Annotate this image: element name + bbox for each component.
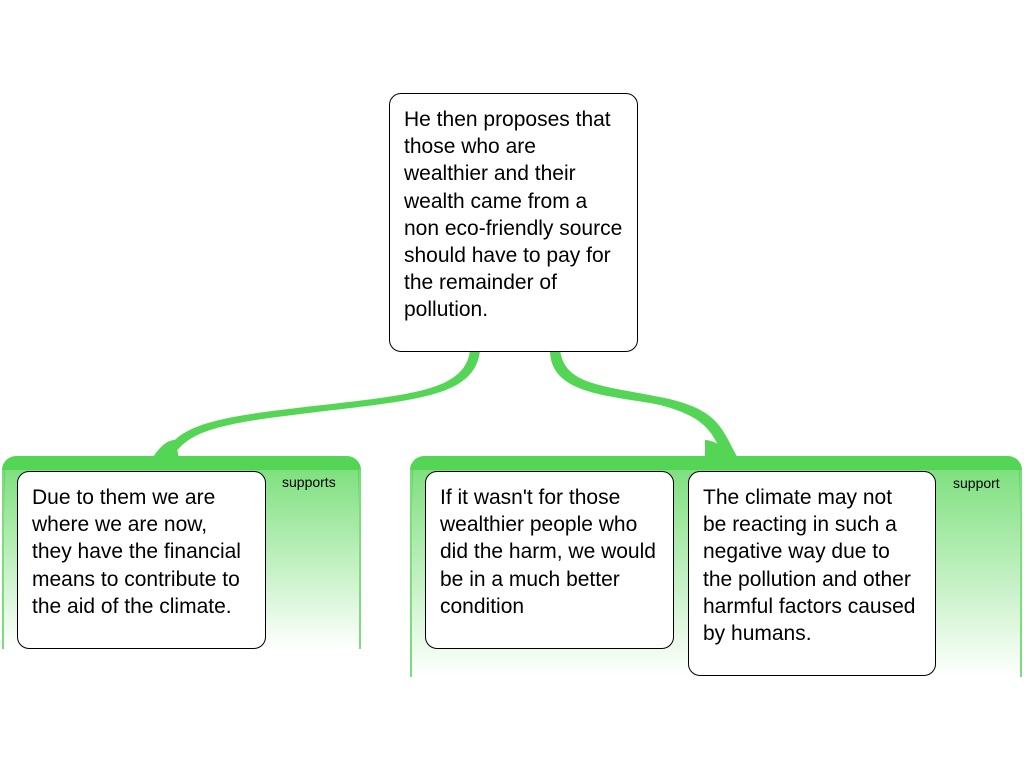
reason-node[interactable]: Due to them we are where we are now, the…	[17, 471, 266, 649]
group-label-support: support	[953, 475, 1000, 491]
group-label-supports: supports	[282, 474, 336, 490]
connector-left	[162, 350, 480, 458]
reason-node[interactable]: If it wasn't for those wealthier people …	[425, 471, 674, 649]
claim-node[interactable]: He then proposes that those who are weal…	[389, 93, 638, 352]
reason-node[interactable]: The climate may not be reacting in such …	[688, 471, 936, 676]
